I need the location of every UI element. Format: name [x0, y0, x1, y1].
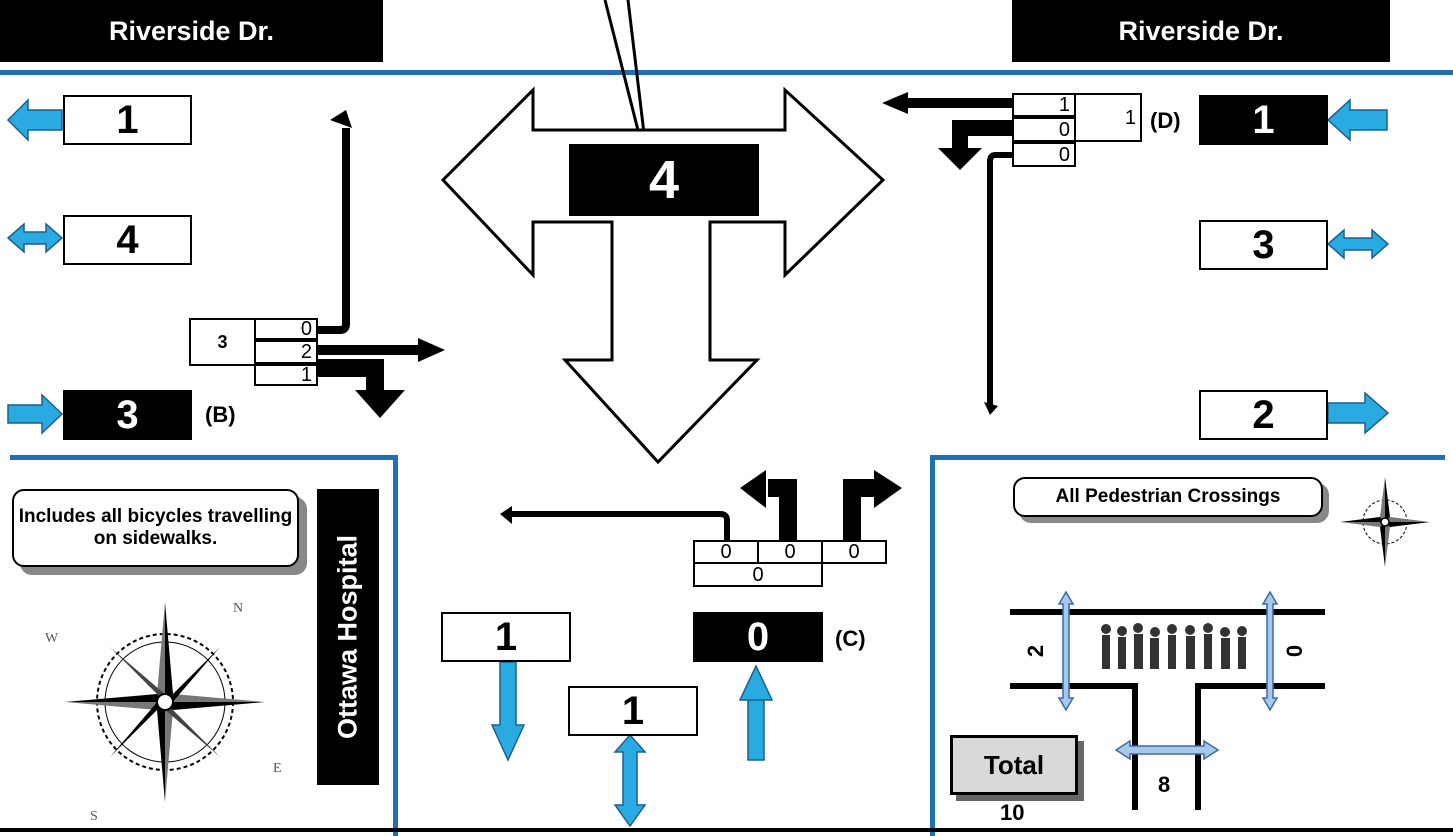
- ped-crossing-arrows: [1057, 590, 1279, 761]
- arrow-right-icon: [7, 393, 64, 435]
- through-right-arrow: [843, 479, 874, 540]
- svg-text:W: W: [45, 631, 59, 646]
- east-approach-label: (D): [1150, 108, 1181, 133]
- south-movement-left: 0: [693, 540, 759, 564]
- ped-east-count: 0: [1282, 644, 1308, 658]
- south-bidirectional-count: 1: [568, 686, 698, 736]
- compass-rose-small-icon: [1340, 477, 1430, 567]
- west-bidirectional-count: 4: [63, 215, 192, 265]
- divider-top: [0, 70, 1453, 75]
- west-movement-left: 0: [254, 318, 318, 340]
- divider-left-v: [393, 455, 398, 836]
- west-movement-right: 1: [254, 364, 318, 386]
- south-outbound-count: 1: [441, 612, 571, 662]
- east-outbound-count: 2: [1199, 390, 1328, 440]
- arrow-both-icon: [6, 222, 64, 254]
- side-label-hospital: Ottawa Hospital: [317, 489, 379, 785]
- divider-right-h: [930, 455, 1445, 460]
- arrow-up-icon: [738, 664, 774, 761]
- ped-total-count: 10: [1000, 800, 1025, 825]
- south-approach-total: 0: [693, 562, 823, 587]
- east-approach-total: 1: [1074, 93, 1142, 142]
- west-approach-label: (B): [205, 402, 236, 427]
- arrow-both-icon: [1326, 228, 1390, 260]
- through-left-arrow: [768, 479, 797, 540]
- east-bidirectional-count: 3: [1199, 220, 1328, 270]
- ped-west-count: 2: [1023, 644, 1049, 658]
- pointer-line: [626, 0, 648, 151]
- arrow-down-icon: [490, 661, 526, 762]
- turn-left-arrow: [510, 511, 730, 540]
- arrow-left-icon: [1326, 98, 1388, 142]
- svg-text:S: S: [90, 809, 98, 824]
- ped-road-bottom-left: [1010, 683, 1138, 810]
- arrow-right-icon: [1327, 391, 1390, 435]
- bicycle-note: Includes all bicycles travelling on side…: [12, 489, 299, 567]
- east-movement-right: 0: [1012, 142, 1076, 167]
- east-inbound-count: 1: [1199, 95, 1328, 145]
- west-outbound-count: 1: [63, 95, 192, 145]
- west-inbound-count: 3: [63, 390, 192, 440]
- ped-total-label: Total: [950, 735, 1078, 795]
- west-movement-through: 2: [254, 340, 318, 364]
- bottom-line: [0, 828, 1453, 832]
- svg-text:N: N: [233, 601, 243, 616]
- divider-right-v: [930, 455, 935, 836]
- turn-right-arrow: [987, 152, 1012, 405]
- south-approach-label: (C): [835, 626, 866, 651]
- west-approach-total: 3: [189, 318, 256, 366]
- center-arrow-outline: [440, 86, 886, 465]
- svg-text:E: E: [273, 761, 282, 776]
- ped-south-count: 8: [1158, 772, 1171, 797]
- south-inbound-count: 0: [693, 612, 823, 662]
- pointer-line: [603, 0, 645, 151]
- south-movement-right: 0: [821, 540, 887, 564]
- divider-left-h: [10, 455, 398, 460]
- east-movement-through: 1: [1012, 93, 1076, 117]
- south-movement-through: 0: [757, 540, 823, 564]
- turn-right-arrow: [317, 359, 384, 392]
- turn-left-arrow: [317, 128, 350, 334]
- intersection-total: 4: [569, 144, 759, 216]
- turn-left-arrow: [952, 120, 1012, 150]
- east-movement-left: 0: [1012, 117, 1076, 142]
- pedestrian-title: All Pedestrian Crossings: [1013, 477, 1323, 517]
- compass-rose-icon: N W E S: [45, 601, 282, 824]
- arrow-both-vertical-icon: [613, 733, 647, 828]
- pedestrians-icon: [1101, 623, 1247, 669]
- arrow-left-icon: [6, 98, 63, 142]
- street-name-east: Riverside Dr.: [1012, 0, 1390, 62]
- ped-road-bottom-right: [1195, 683, 1325, 810]
- side-label-text: Ottawa Hospital: [332, 534, 363, 740]
- street-name-west: Riverside Dr.: [0, 0, 383, 62]
